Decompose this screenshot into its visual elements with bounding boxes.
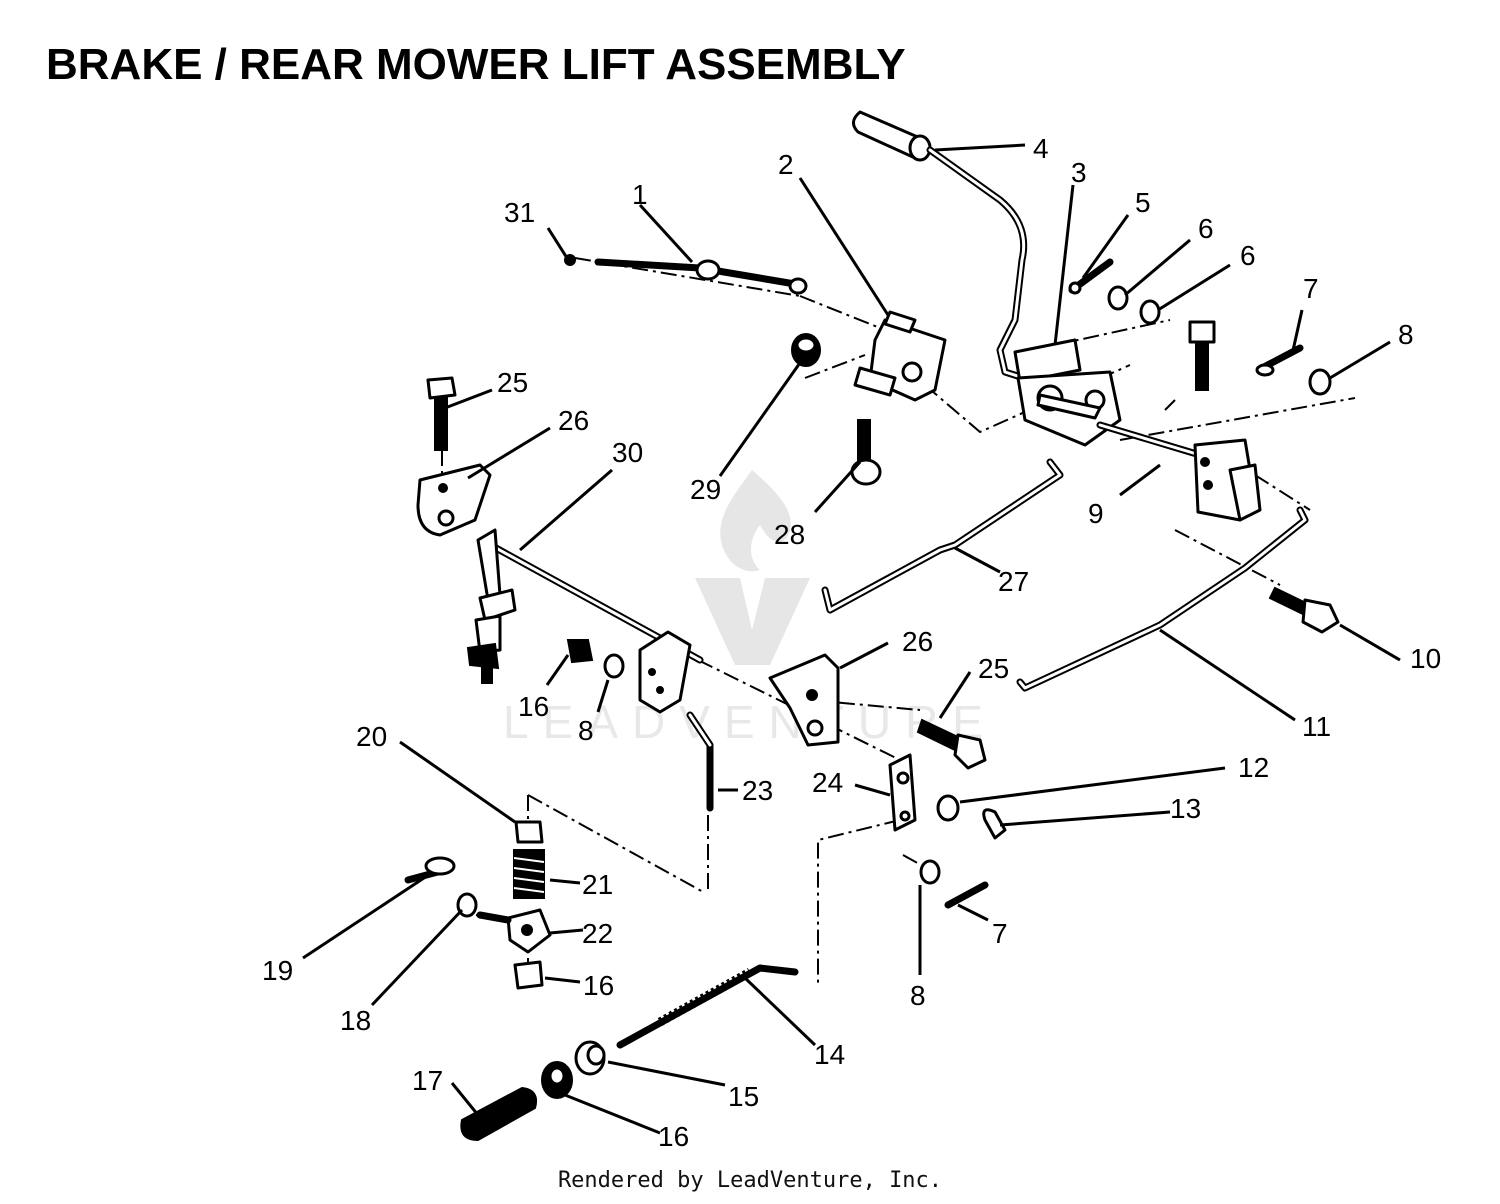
callout-3: 3: [1071, 157, 1087, 188]
callout-27: 27: [998, 566, 1029, 597]
callout-26: 26: [558, 405, 589, 436]
callout-7: 7: [992, 918, 1008, 949]
callout-20: 20: [356, 721, 387, 752]
callout-14: 14: [814, 1039, 845, 1070]
callout-31: 31: [504, 197, 535, 228]
callout-25: 25: [978, 653, 1009, 684]
part-2-bracket: [853, 310, 947, 402]
part-25-bolt-upper: [426, 376, 457, 451]
callout-11: 11: [1302, 711, 1331, 742]
part-12-washer: [936, 794, 960, 822]
part-3-lever: [926, 146, 1122, 447]
part-10-bolt: [1268, 586, 1340, 634]
part-21-spring: [513, 849, 545, 899]
watermark-flame-icon: [720, 470, 791, 572]
callout-25: 25: [497, 367, 528, 398]
part-11-rod: [1016, 506, 1309, 692]
part-7-cotter-lower: [944, 881, 989, 909]
callout-2: 2: [778, 149, 794, 180]
callout-15: 15: [728, 1081, 759, 1112]
footer-credit: Rendered by LeadVenture, Inc.: [557, 1168, 943, 1193]
part-8-washer-lower: [919, 859, 941, 885]
callout-1: 1: [632, 179, 648, 210]
part-24-plate: [888, 753, 917, 832]
callout-10: 10: [1410, 643, 1441, 674]
leader-lines: [302, 143, 1401, 1135]
part-29-nut: [791, 333, 821, 367]
watermark-v-icon: [695, 578, 810, 665]
callout-13: 13: [1170, 793, 1201, 824]
part-30-cross-shaft: [466, 528, 704, 714]
part-17-grip: [460, 1086, 538, 1142]
part-14-rod: [616, 964, 799, 1049]
callout-16: 16: [583, 970, 614, 1001]
part-27-rod: [821, 458, 1064, 614]
part-16-nut-bottom: [541, 1061, 573, 1099]
callout-16: 16: [658, 1121, 689, 1152]
part-bolt-upper: [1188, 320, 1216, 391]
callout-22: 22: [582, 918, 613, 949]
part-8-washer-upper: [1308, 368, 1332, 396]
callout-labels: 1 2 3 4 5 6 6 7 7 8 8 8 9 10 11 12 13 14…: [262, 133, 1441, 1152]
diagram-title: BRAKE / REAR MOWER LIFT ASSEMBLY: [46, 40, 906, 89]
part-22-trunnion: [476, 908, 552, 954]
callout-8: 8: [910, 980, 926, 1011]
part-8-washer-middle: [603, 653, 625, 679]
part-25-bolt-lower: [916, 718, 987, 770]
part-9-lift-shaft: [1096, 421, 1262, 522]
callout-18: 18: [340, 1005, 371, 1036]
callout-16: 16: [518, 691, 549, 722]
part-23-rod: [686, 711, 714, 812]
watermark-text: LEADVENTURE: [503, 696, 997, 748]
callout-7: 7: [1303, 273, 1319, 304]
callout-17: 17: [412, 1065, 443, 1096]
callout-5: 5: [1135, 187, 1151, 218]
callout-26: 26: [902, 626, 933, 657]
callout-21: 21: [582, 869, 613, 900]
callout-9: 9: [1088, 498, 1104, 529]
part-13-clip: [982, 808, 1007, 840]
part-28-bolt: [850, 419, 882, 486]
callout-6: 6: [1240, 240, 1256, 271]
part-19-cotter: [404, 856, 456, 884]
part-5-pin: [1068, 258, 1114, 295]
part-20-nut: [514, 820, 544, 844]
part-26-bracket-upper: [416, 463, 492, 537]
part-26-bracket-lower: [768, 653, 840, 747]
part-16-nut-lower: [513, 960, 544, 990]
part-1-brake-rod: [594, 258, 808, 295]
callout-8: 8: [578, 715, 594, 746]
callout-28: 28: [774, 519, 805, 550]
callout-19: 19: [262, 955, 293, 986]
watermark: LEADVENTURE: [503, 470, 997, 748]
part-16-nut-middle: [566, 639, 594, 664]
callout-24: 24: [812, 767, 843, 798]
callout-8: 8: [1398, 319, 1414, 350]
callout-6: 6: [1198, 213, 1214, 244]
assembly-lines: [441, 257, 1356, 985]
callout-30: 30: [612, 437, 643, 468]
part-6-washers: [1107, 285, 1161, 325]
part-4-handle-grip: [852, 110, 932, 162]
callout-23: 23: [742, 775, 773, 806]
part-15-nut: [574, 1040, 606, 1076]
callout-29: 29: [690, 474, 721, 505]
callout-12: 12: [1238, 752, 1269, 783]
callout-4: 4: [1033, 133, 1049, 164]
